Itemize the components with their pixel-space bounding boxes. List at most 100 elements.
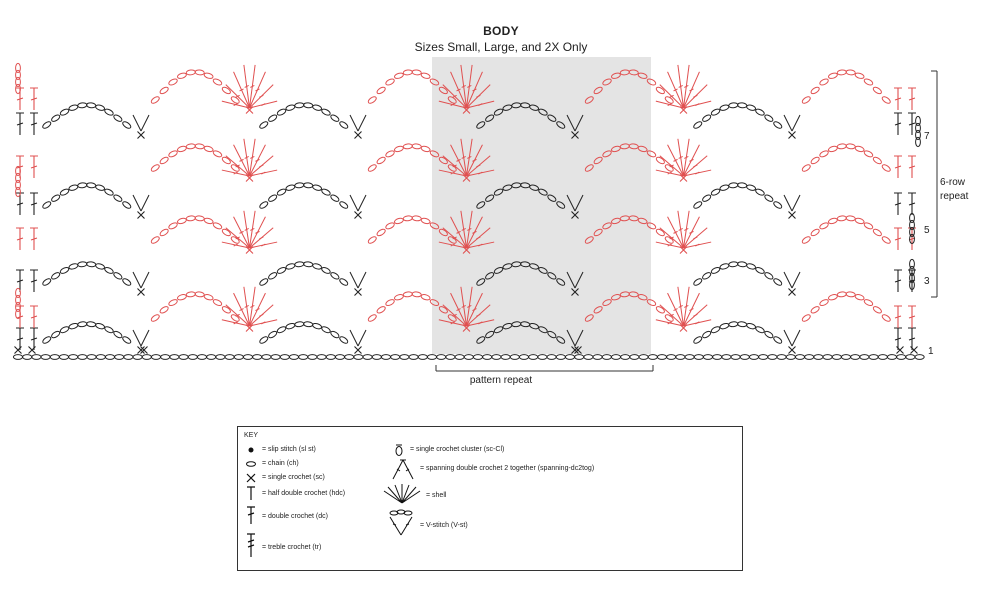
spanning-dc2tog-icon bbox=[392, 459, 414, 480]
shell-stitch-bar bbox=[452, 236, 457, 240]
chain-stitch bbox=[794, 354, 806, 360]
single-crochet-stitch bbox=[679, 246, 688, 254]
chain-stitch bbox=[655, 86, 665, 95]
chain-stitch bbox=[221, 306, 231, 314]
chain-stitch bbox=[836, 291, 847, 298]
shell-stitch-bar bbox=[233, 103, 238, 107]
single-crochet-stitch bbox=[679, 106, 688, 114]
chain-stitch bbox=[463, 354, 474, 360]
chain-stitch bbox=[438, 228, 448, 237]
key-label-shell: = shell bbox=[426, 492, 447, 499]
double-crochet-stitch bbox=[894, 269, 902, 292]
chain-stitch bbox=[702, 272, 712, 280]
shell-stitch-bar bbox=[250, 227, 255, 231]
single-crochet-stitch bbox=[571, 288, 579, 296]
chain-stitch bbox=[905, 354, 916, 360]
chain-stitch bbox=[393, 217, 404, 225]
chain-stitch bbox=[827, 217, 838, 225]
chain-stitch bbox=[610, 72, 621, 79]
chain-stitch bbox=[547, 330, 557, 339]
chain-stitch bbox=[159, 156, 169, 165]
chain-stitch bbox=[367, 96, 377, 104]
chain-stitch bbox=[447, 96, 457, 104]
chain-stitch bbox=[914, 354, 925, 360]
chain-stitch bbox=[294, 182, 305, 189]
chain-stitch bbox=[655, 228, 665, 237]
chain-stitch bbox=[185, 69, 196, 76]
chain-stitch bbox=[909, 219, 915, 231]
chain-stitch bbox=[482, 354, 493, 360]
double-crochet-stitch bbox=[30, 155, 38, 178]
single-crochet-stitch bbox=[574, 346, 582, 354]
double-crochet-stitch bbox=[30, 227, 38, 250]
chain-stitch bbox=[746, 104, 757, 111]
chain-stitch bbox=[702, 114, 712, 122]
v-stitch bbox=[132, 271, 150, 289]
pattern-repeat-label: pattern repeat bbox=[469, 375, 533, 386]
chain-stitch bbox=[748, 354, 760, 360]
chain-stitch bbox=[637, 294, 648, 301]
chain-stitch bbox=[168, 299, 178, 307]
shell-stitch-bar bbox=[259, 94, 264, 98]
chain-stitch bbox=[86, 261, 97, 268]
chain-stitch bbox=[909, 265, 915, 277]
shell-stitch-bar bbox=[472, 230, 477, 234]
shell-stitch-bar bbox=[239, 158, 244, 162]
chain-stitch bbox=[767, 354, 778, 360]
chain-stitch bbox=[476, 121, 486, 129]
row-number-7: 7 bbox=[924, 131, 930, 142]
chain-stitch bbox=[584, 96, 594, 104]
chain-stitch bbox=[385, 150, 395, 158]
chain-stitch bbox=[556, 121, 566, 129]
chain-stitch bbox=[693, 336, 703, 344]
v-stitch bbox=[349, 194, 367, 212]
chain-stitch bbox=[810, 228, 820, 237]
shell-stitch-bar bbox=[689, 88, 694, 92]
chain-stitch bbox=[203, 217, 214, 225]
shell-stitch-bar bbox=[452, 313, 457, 317]
chain-stitch bbox=[203, 72, 214, 79]
chain-stitch bbox=[285, 184, 296, 191]
chain-icon bbox=[246, 461, 256, 467]
chain-stitch bbox=[529, 104, 540, 111]
chain-stitch bbox=[845, 69, 856, 76]
chain-stitch bbox=[646, 299, 657, 307]
chain-stitch bbox=[801, 314, 811, 322]
chain-stitch bbox=[693, 278, 703, 286]
chain-stitch bbox=[420, 294, 431, 301]
chain-stitch bbox=[268, 194, 278, 202]
chain-stitch bbox=[233, 354, 244, 360]
chain-stitch bbox=[312, 322, 323, 330]
chain-stitch bbox=[785, 354, 796, 360]
shell-stitch-bar bbox=[259, 236, 264, 240]
chain-stitch bbox=[339, 278, 349, 286]
row-number-3: 3 bbox=[924, 276, 930, 287]
shell-stitch-bar bbox=[476, 94, 481, 98]
chain-stitch bbox=[68, 322, 79, 330]
chain-stitch bbox=[376, 86, 386, 95]
chain-stitch bbox=[77, 354, 88, 360]
chain-stitch bbox=[564, 354, 576, 360]
chain-stitch bbox=[547, 194, 557, 202]
chain-stitch bbox=[547, 272, 557, 280]
chain-stitch bbox=[810, 306, 820, 314]
chain-stitch bbox=[574, 354, 585, 360]
shell-stitch-bar bbox=[693, 313, 698, 317]
chain-stitch bbox=[801, 96, 811, 104]
shell-stitch-bar bbox=[450, 171, 455, 175]
chain-stitch bbox=[132, 354, 143, 360]
chain-stitch bbox=[285, 104, 296, 111]
chain-stitch bbox=[51, 194, 61, 202]
chain-stitch bbox=[538, 266, 548, 274]
chain-stitch bbox=[330, 114, 340, 122]
shell-stitch-bar bbox=[456, 230, 461, 234]
chain-stitch bbox=[12, 354, 24, 360]
chain-stitch bbox=[629, 354, 640, 360]
chain-stitch bbox=[737, 321, 748, 328]
chain-stitch bbox=[68, 354, 79, 360]
chain-stitch bbox=[399, 354, 410, 360]
shell-stitch-bar bbox=[250, 84, 255, 88]
v-stitch bbox=[132, 194, 150, 212]
chain-stitch bbox=[827, 294, 838, 301]
